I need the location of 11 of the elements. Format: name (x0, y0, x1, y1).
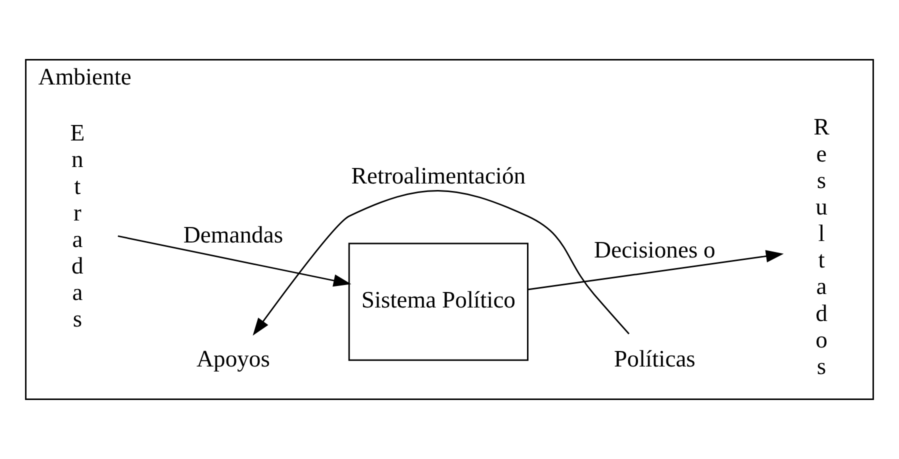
node-box: Sistema Político (348, 242, 528, 361)
edge-label: Demandas (183, 222, 284, 248)
node-text: Entradas (70, 120, 85, 333)
node-text: Apoyos (196, 346, 270, 373)
edge-label: Retroalimentación (351, 163, 526, 190)
arrow (252, 190, 630, 336)
node-text: Políticas (614, 346, 696, 373)
node-text: Resultados (814, 114, 830, 380)
edge-label: Decisiones o (594, 237, 716, 264)
arrow (528, 250, 784, 290)
arrow (118, 235, 352, 287)
